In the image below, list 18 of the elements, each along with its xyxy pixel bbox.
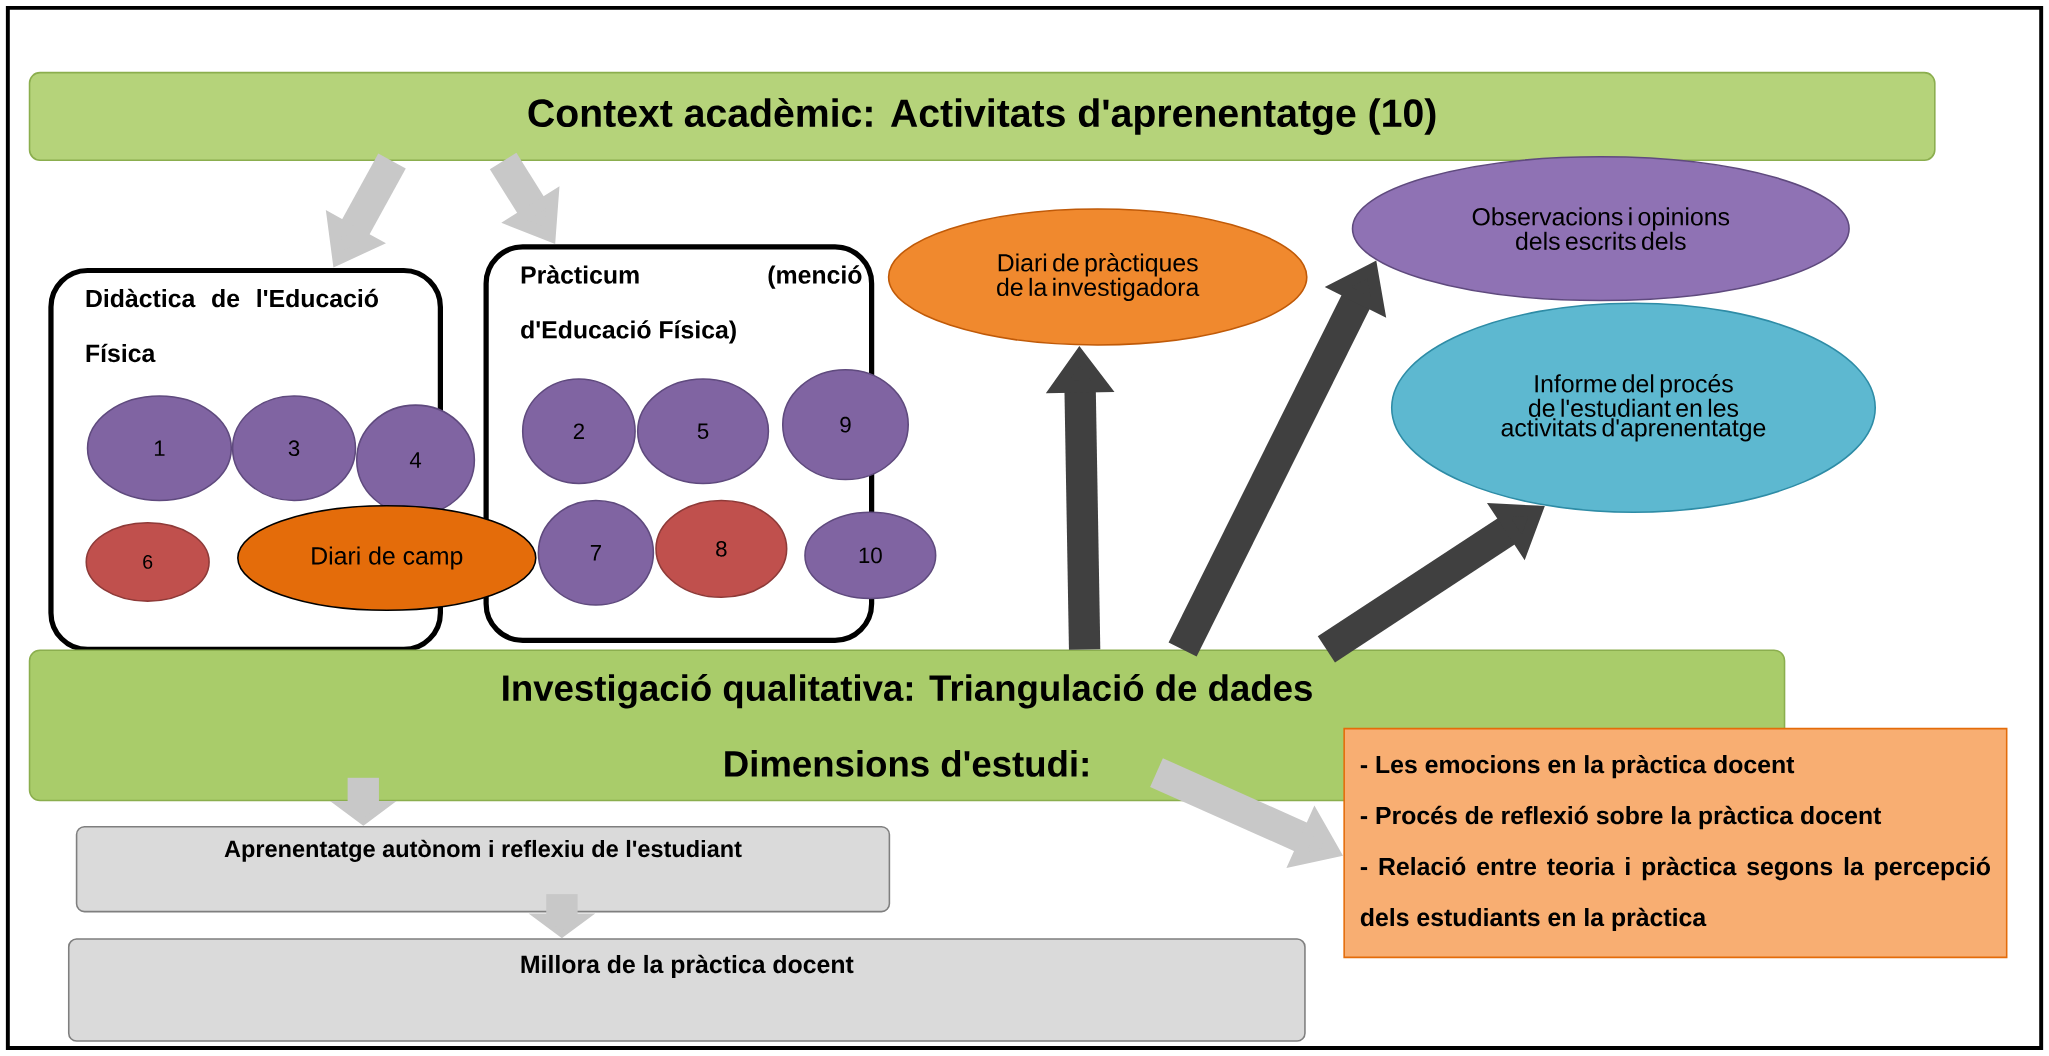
heading-band: Context acadèmic: Activitats d'aprenentatge (10) <box>28 71 1936 162</box>
oval: 3 <box>231 395 357 502</box>
oval: 4 <box>355 404 476 516</box>
oval: Informe del procés de l'estudiant en les activitats d'aprenentatge <box>1390 302 1876 514</box>
oval: 1 <box>86 395 233 502</box>
text-box: - Les emocions en la pràctica docent - Procés de reflexió sobre la pràctica docent - Relació entre teoria i pràctica segons la percepció dels estudiants en la pràctica <box>1343 727 2008 959</box>
oval: Diari de pràctiques de la investigadora <box>887 208 1308 346</box>
oval: 7 <box>537 499 655 606</box>
oval: 8 <box>655 499 788 599</box>
oval: 5 <box>636 378 770 485</box>
oval: 9 <box>781 369 909 481</box>
oval: 2 <box>521 378 636 485</box>
oval: 10 <box>804 511 937 600</box>
process-box: Millora de la pràctica docent <box>67 938 1306 1042</box>
oval: 6 <box>85 522 210 602</box>
oval: Observacions i opinions dels escrits dels <box>1351 156 1850 302</box>
oval: Diari de camp <box>237 505 537 612</box>
process-box: Aprenentatge autònom i reflexiu de l'estudiant <box>75 825 891 913</box>
